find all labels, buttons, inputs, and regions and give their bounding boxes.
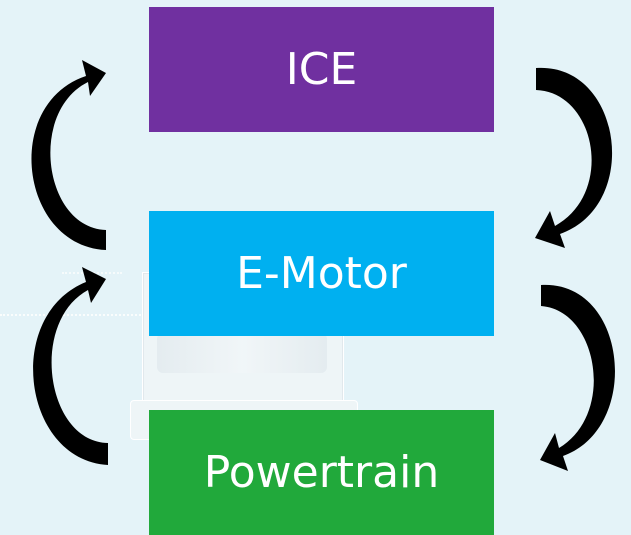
background-faded-image-detail [157,333,327,373]
powertrain-label: Powertrain [203,447,440,498]
background-dotted-line-short [62,272,122,274]
e-motor-box: E-Motor [149,211,494,336]
arrow-emotor-to-powertrain [540,284,615,471]
ice-box: ICE [149,7,494,132]
arrow-emotor-to-ice [31,60,106,250]
arrow-powertrain-to-emotor [33,267,108,465]
powertrain-box: Powertrain [149,410,494,535]
e-motor-label: E-Motor [236,248,407,299]
ice-label: ICE [285,44,358,95]
arrow-ice-to-emotor [535,67,613,248]
